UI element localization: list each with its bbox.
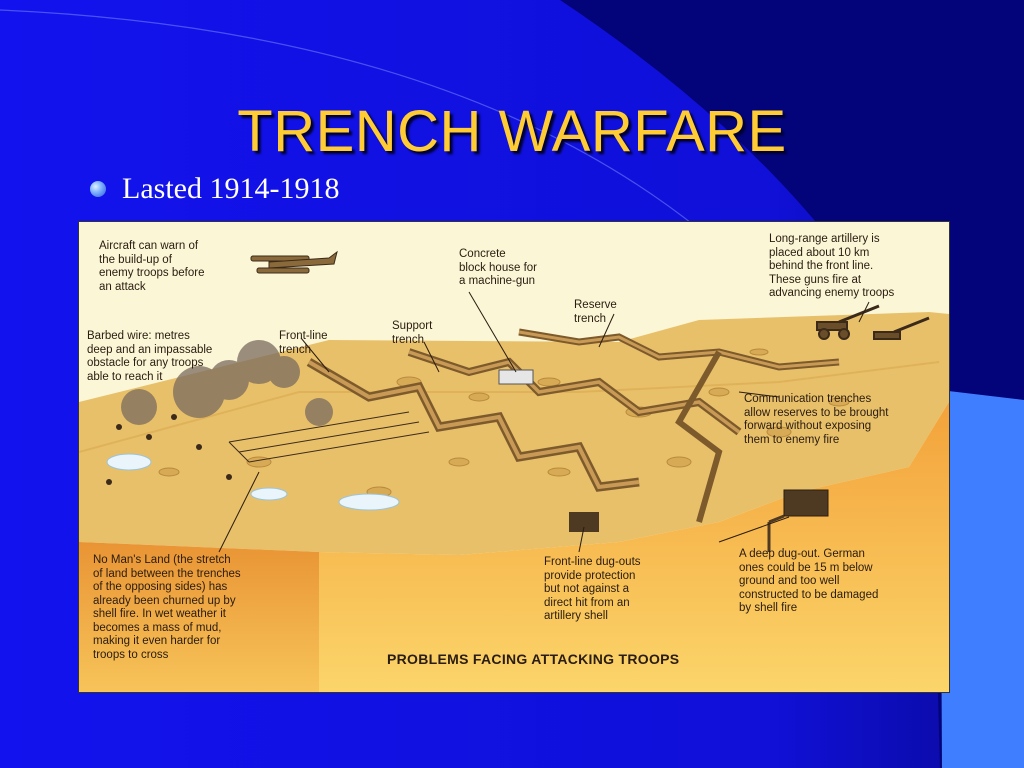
label-deep-dugout: A deep dug-out. German ones could be 15 … — [739, 548, 879, 614]
label-concrete-blockhouse: Concrete block house for a machine-gun — [459, 248, 537, 287]
attacking-troops — [106, 414, 232, 485]
aircraft-icon — [250, 250, 338, 274]
bullet-icon — [90, 181, 106, 197]
ground-front-face — [319, 402, 949, 692]
bullet-text: Lasted 1914-1918 — [122, 172, 340, 205]
mud-puddles — [106, 453, 400, 511]
barbed-wire — [228, 411, 430, 463]
slide-title: TRENCH WARFARE — [237, 99, 787, 164]
label-no-mans-land: No Man's Land (the stretch of land betwe… — [93, 554, 241, 661]
label-long-range-artillery: Long-range artillery is placed about 10 … — [769, 233, 895, 299]
ground-left-face — [79, 542, 319, 692]
label-reserve-trench: Reserve trench — [574, 299, 617, 325]
deep-dugout — [783, 489, 829, 517]
concrete-blockhouse — [498, 369, 534, 385]
trench-diagram-art — [79, 222, 949, 692]
artillery-icon — [816, 304, 930, 340]
label-front-line-trench: Front-line trench — [279, 330, 328, 356]
communication-trench — [675, 350, 723, 523]
label-front-line-dugouts: Front-line dug-outs provide protection b… — [544, 556, 641, 622]
label-barbed-wire: Barbed wire: metres deep and an impassab… — [87, 330, 213, 383]
label-communication-trenches: Communication trenches allow reserves to… — [744, 393, 889, 446]
trench-illustration: Aircraft can warn of the build-up of ene… — [78, 221, 950, 693]
label-support-trench: Support trench — [392, 320, 433, 346]
diagram-caption: PROBLEMS FACING ATTACKING TROOPS — [387, 651, 680, 667]
front-line-dugout — [569, 512, 599, 532]
bullet-item: Lasted 1914-1918 — [90, 172, 339, 206]
label-pointers — [218, 291, 870, 553]
shell-smoke — [121, 340, 333, 426]
label-aircraft: Aircraft can warn of the build-up of ene… — [99, 240, 205, 293]
